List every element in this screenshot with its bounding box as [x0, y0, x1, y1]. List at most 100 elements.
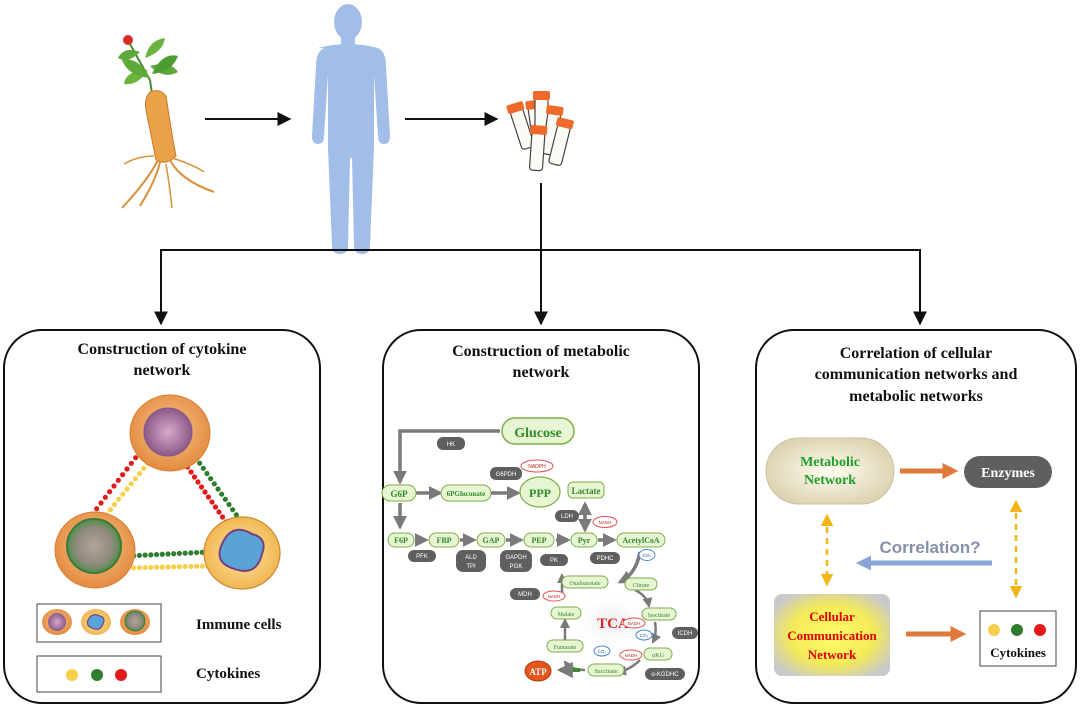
svg-text:TPI: TPI: [466, 564, 476, 570]
cofactor-nadh-1: NADH: [592, 516, 618, 528]
cytokine-dot: [205, 494, 212, 500]
cytokine-dot: [136, 552, 143, 559]
node-ppp: PPP: [519, 476, 561, 508]
cofactor-nadph: NADPH: [520, 459, 554, 473]
enzyme-pk: PK: [540, 554, 568, 566]
cytokine-dot: [131, 565, 137, 571]
node-fbp: FBP: [428, 532, 460, 548]
cytokine-dot-red-right: [1034, 624, 1046, 636]
svg-text:Cellular: Cellular: [809, 609, 855, 624]
svg-text:Network: Network: [808, 647, 857, 662]
cytokine-dot: [171, 564, 177, 570]
panel-metabolic-network: [382, 329, 700, 704]
svg-text:NADPH: NADPH: [528, 464, 546, 470]
node-atp: ATP: [524, 660, 552, 682]
svg-text:Glucose: Glucose: [514, 426, 561, 441]
svg-text:AcetylCoA: AcetylCoA: [622, 536, 660, 545]
legend-cell-3: [120, 609, 150, 635]
cytokine-dot: [171, 551, 177, 557]
cytokine-dot: [204, 470, 210, 477]
panel-left-title-line2: network: [134, 362, 191, 379]
cytokine-dot: [222, 496, 228, 502]
cytokine-dot: [128, 460, 134, 466]
cytokine-dot: [98, 500, 104, 506]
enzyme-hk: HK: [437, 437, 465, 450]
enzyme-akgdhc: α-KGDHC: [645, 668, 685, 680]
enzyme-ald-tpi: ALD TPI: [456, 550, 486, 572]
cytokine-dot: [202, 489, 208, 495]
svg-text:PEP: PEP: [531, 536, 546, 545]
cytokine-dot: [209, 499, 215, 505]
cytokine-dot-green-right: [1011, 624, 1023, 636]
immune-cell-top: [129, 394, 211, 472]
immune-cell-left: [54, 511, 136, 589]
svg-text:α-KGDHC: α-KGDHC: [651, 672, 679, 678]
svg-text:HK: HK: [447, 442, 455, 448]
cytokine-dot: [212, 504, 219, 510]
cytokine-dot: [233, 512, 239, 518]
enzyme-pfk: PFK: [408, 550, 436, 562]
panel-cytokine-network: [3, 329, 321, 704]
legend-cytokines-label: Cytokines: [196, 666, 260, 682]
panel-middle-title-line1: Construction of metabolic: [452, 343, 630, 360]
svg-text:PDHC: PDHC: [596, 556, 614, 562]
node-oxaloacetate: Oxaloacetate: [561, 575, 609, 589]
correlation-label: Correlation?: [879, 538, 980, 557]
svg-text:GAPDH: GAPDH: [505, 555, 526, 561]
cytokine-dot: [102, 494, 108, 500]
svg-text:Oxaloacetate: Oxaloacetate: [569, 581, 601, 587]
cytokine-dot: [188, 563, 194, 570]
legend-cell-1: [42, 609, 72, 635]
cytokine-dot: [216, 509, 222, 515]
sample-tubes-icon: [506, 91, 574, 172]
svg-text:FBP: FBP: [436, 536, 451, 545]
cytokine-dot: [159, 551, 165, 557]
svg-text:PK: PK: [550, 558, 558, 564]
cytokine-dot: [191, 474, 198, 480]
cytokine-dot: [193, 563, 200, 569]
node-6pgluconate: 6PGluconate: [440, 484, 492, 502]
svg-text:Succinate: Succinate: [594, 669, 618, 675]
cytokine-dot: [200, 465, 206, 471]
metabolic-pathway: Glucose G6P 6PGluconate PPP Lactate F6P …: [381, 417, 698, 682]
cytokine-dot: [159, 564, 165, 570]
cytokine-dot-red: [115, 669, 127, 681]
cytokine-dot: [195, 479, 201, 485]
panel-right-title-line3: metabolic networks: [849, 388, 983, 405]
cytokine-dot: [230, 507, 236, 513]
svg-text:Communication: Communication: [787, 628, 877, 643]
cytokine-dot: [116, 496, 122, 502]
svg-text:NADH: NADH: [625, 653, 638, 658]
cytokines-box: Cytokines: [979, 610, 1057, 667]
cytokine-dot: [120, 491, 126, 497]
svg-text:F6P: F6P: [394, 536, 408, 545]
cytokine-dot: [198, 484, 205, 490]
cytokine-dot: [124, 466, 130, 472]
cytokine-dot: [120, 472, 126, 478]
svg-text:MDH: MDH: [518, 592, 532, 598]
node-f6p: F6P: [387, 532, 415, 548]
cytokine-dot-yellow: [66, 669, 78, 681]
svg-text:CO₂: CO₂: [640, 633, 649, 638]
cofactor-co2-1: CO₂: [638, 549, 656, 561]
enzyme-pdhc: PDHC: [590, 552, 620, 564]
node-succinate: Succinate: [587, 663, 625, 677]
cytokine-dot: [188, 550, 194, 556]
cofactor-nadh-3: NADH: [622, 617, 646, 629]
svg-text:ALD: ALD: [465, 555, 477, 561]
cytokine-dot: [193, 549, 200, 556]
cytokine-dot: [142, 564, 148, 571]
node-isocitrate: Isocitrate: [641, 607, 677, 621]
svg-text:CO₂: CO₂: [643, 553, 652, 558]
cytokine-dot: [199, 563, 205, 569]
node-acetylcoa: AcetylCoA: [616, 532, 666, 548]
cytokine-dot: [219, 514, 226, 520]
svg-text:PFK: PFK: [416, 554, 428, 560]
cofactor-nadh-2: NADH: [542, 590, 566, 602]
svg-text:LDH: LDH: [561, 514, 573, 520]
cytokine-dot: [226, 501, 232, 508]
legend-cell-2: [81, 609, 111, 635]
svg-text:Metabolic: Metabolic: [800, 455, 860, 470]
